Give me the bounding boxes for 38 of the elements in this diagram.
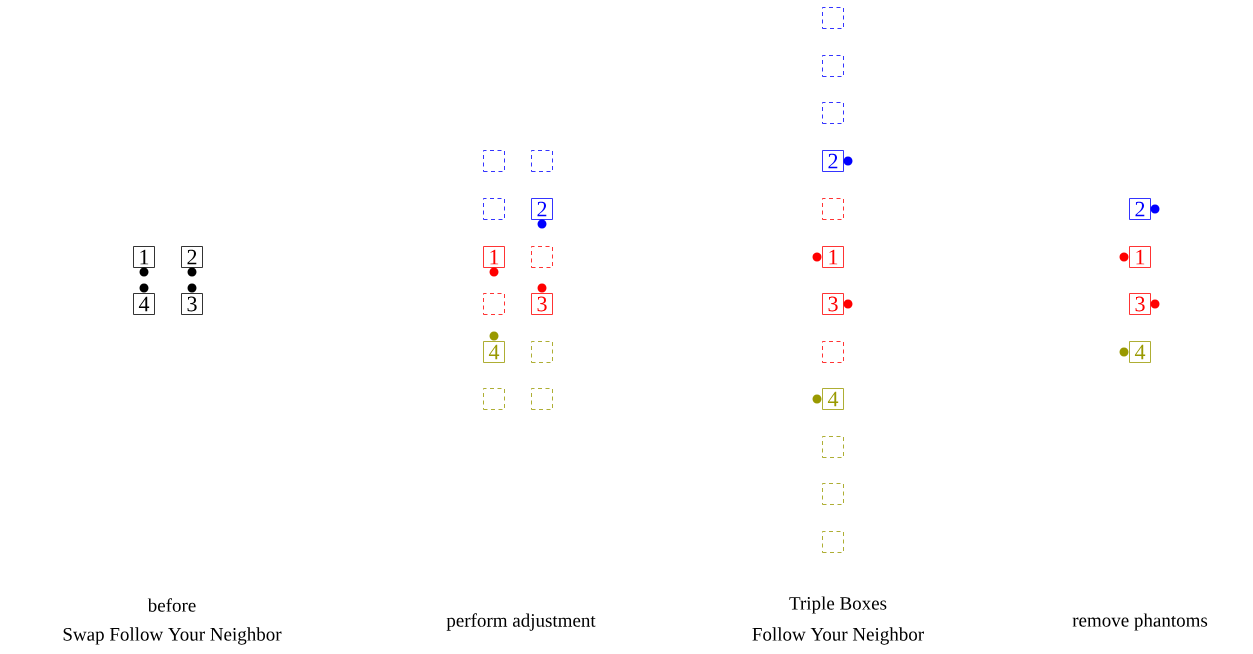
dashed-box bbox=[822, 341, 844, 363]
number-box: 2 bbox=[181, 246, 203, 268]
number-box: 3 bbox=[822, 293, 844, 315]
dashed-box bbox=[531, 150, 553, 172]
caption: remove phantoms bbox=[1072, 613, 1208, 631]
dashed-box bbox=[483, 293, 505, 315]
dashed-box bbox=[531, 341, 553, 363]
caption: Triple Boxes bbox=[789, 596, 887, 614]
number-box: 4 bbox=[1129, 341, 1151, 363]
dashed-box bbox=[822, 198, 844, 220]
number-box: 2 bbox=[531, 198, 553, 220]
number-box: 1 bbox=[133, 246, 155, 268]
dashed-box bbox=[531, 246, 553, 268]
caption: Swap Follow Your Neighbor bbox=[63, 627, 282, 645]
number-box: 4 bbox=[483, 341, 505, 363]
dashed-box bbox=[822, 531, 844, 553]
dashed-box bbox=[483, 388, 505, 410]
number-box: 3 bbox=[1129, 293, 1151, 315]
dashed-box bbox=[483, 198, 505, 220]
number-box: 2 bbox=[1129, 198, 1151, 220]
number-box: 1 bbox=[1129, 246, 1151, 268]
number-box: 3 bbox=[181, 293, 203, 315]
number-box: 1 bbox=[822, 246, 844, 268]
dashed-box bbox=[531, 388, 553, 410]
number-box: 4 bbox=[133, 293, 155, 315]
caption: Follow Your Neighbor bbox=[752, 627, 924, 645]
number-box: 2 bbox=[822, 150, 844, 172]
dashed-box bbox=[822, 436, 844, 458]
caption: before bbox=[147, 598, 196, 612]
number-box: 3 bbox=[531, 293, 553, 315]
dashed-box bbox=[822, 55, 844, 77]
dashed-box bbox=[822, 102, 844, 124]
dashed-box bbox=[822, 7, 844, 29]
number-box: 1 bbox=[483, 246, 505, 268]
dashed-box bbox=[483, 150, 505, 172]
caption: perform adjustment bbox=[446, 613, 596, 631]
number-box: 4 bbox=[822, 388, 844, 410]
dashed-box bbox=[822, 483, 844, 505]
